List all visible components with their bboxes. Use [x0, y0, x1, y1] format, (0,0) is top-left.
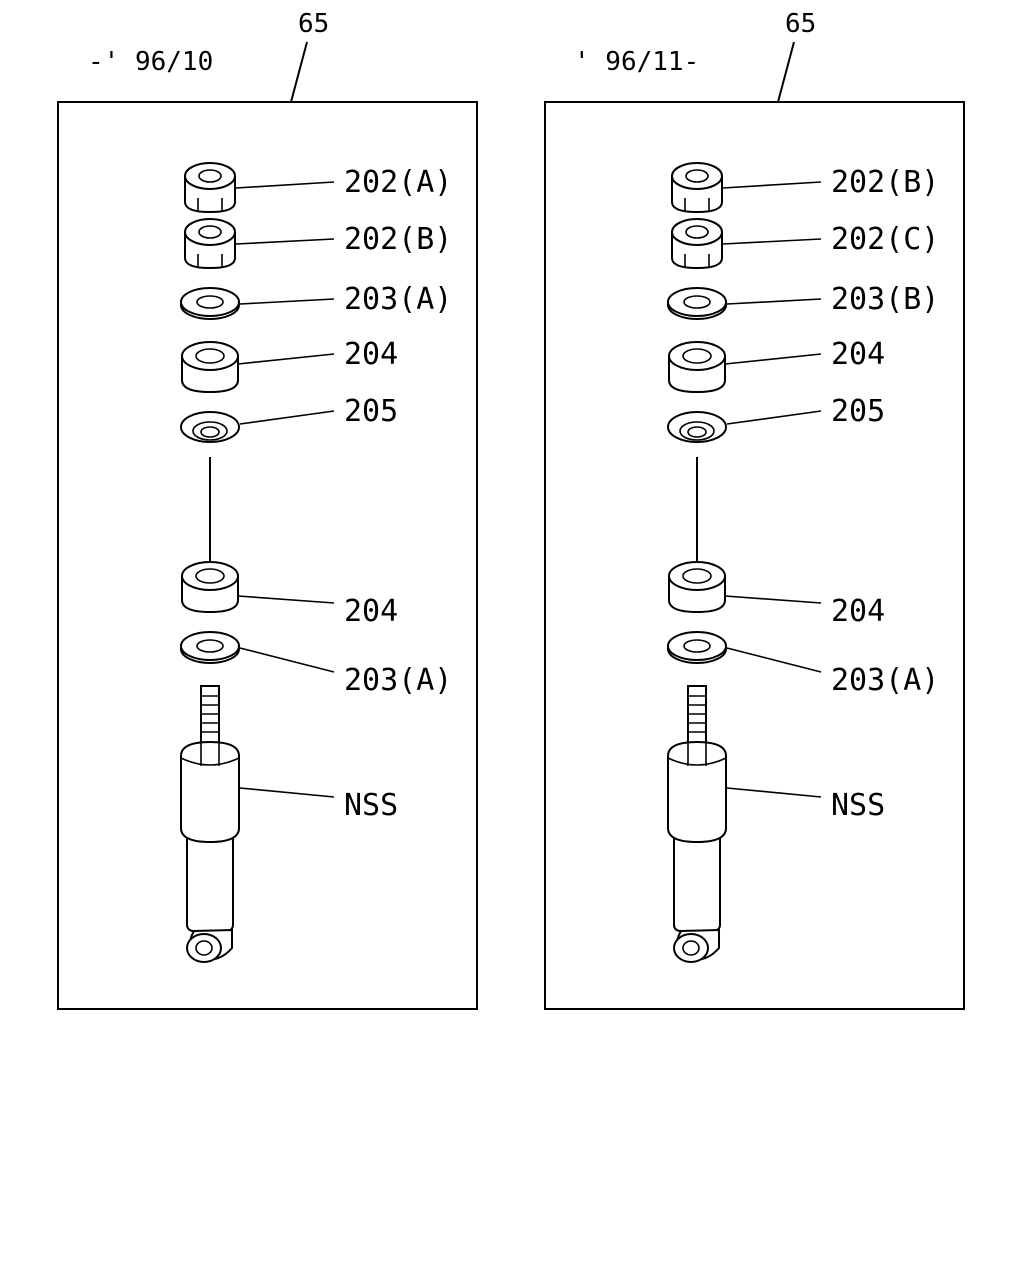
- leader-line: [726, 410, 822, 425]
- panel-frame: [544, 101, 965, 1010]
- washer-part-icon: [180, 287, 240, 320]
- nut-part-icon: [671, 162, 723, 213]
- leader-line: [235, 238, 335, 245]
- washer-part-icon: [667, 631, 727, 664]
- shock-absorber-icon: [667, 685, 727, 963]
- nut-part-icon: [184, 218, 236, 269]
- leader-line: [239, 647, 335, 673]
- leader-line: [722, 181, 822, 189]
- date-range: ' 96/11-: [574, 47, 699, 77]
- part-label: 203(B): [831, 282, 939, 317]
- part-label: 205: [344, 394, 398, 429]
- ref-leader-line: [777, 41, 795, 103]
- nut-part-icon: [671, 218, 723, 269]
- part-label: 204: [831, 337, 885, 372]
- leader-line: [726, 787, 822, 798]
- leader-line: [722, 238, 822, 245]
- leader-line: [726, 298, 822, 305]
- leader-line: [726, 647, 822, 673]
- nut-part-icon: [184, 162, 236, 213]
- ref-leader-line: [290, 41, 308, 103]
- leader-line: [237, 353, 335, 365]
- retainer-part-icon: [667, 411, 727, 443]
- part-label: NSS: [831, 788, 885, 823]
- panel-frame: [57, 101, 478, 1010]
- part-label: 202(B): [344, 222, 452, 257]
- panel-left: 65 -' 96/10 202(A) 202(B) 203(A) 204 205…: [57, 9, 478, 1010]
- panel-ref-number: 65: [785, 9, 816, 39]
- part-label: NSS: [344, 788, 398, 823]
- retainer-part-icon: [180, 411, 240, 443]
- bushing-part-icon: [181, 341, 239, 393]
- part-label: 202(C): [831, 222, 939, 257]
- leader-line: [724, 595, 822, 604]
- part-label: 202(A): [344, 165, 452, 200]
- part-label: 202(B): [831, 165, 939, 200]
- washer-part-icon: [180, 631, 240, 664]
- leader-line: [239, 787, 335, 798]
- leader-line: [724, 353, 822, 365]
- washer-part-icon: [667, 287, 727, 320]
- leader-line: [235, 181, 335, 189]
- bushing-part-icon: [668, 561, 726, 613]
- shock-absorber-icon: [180, 685, 240, 963]
- leader-line: [239, 298, 335, 305]
- part-label: 204: [344, 594, 398, 629]
- part-label: 204: [831, 594, 885, 629]
- panel-right: 65 ' 96/11- 202(B) 202(C) 203(B) 204 205…: [544, 9, 965, 1010]
- part-label: 204: [344, 337, 398, 372]
- panel-ref-number: 65: [298, 9, 329, 39]
- part-label: 203(A): [344, 282, 452, 317]
- part-label: 203(A): [831, 663, 939, 698]
- date-range: -' 96/10: [88, 47, 213, 77]
- bushing-part-icon: [668, 341, 726, 393]
- leader-line: [237, 595, 335, 604]
- leader-line: [239, 410, 335, 425]
- part-label: 203(A): [344, 663, 452, 698]
- part-label: 205: [831, 394, 885, 429]
- bushing-part-icon: [181, 561, 239, 613]
